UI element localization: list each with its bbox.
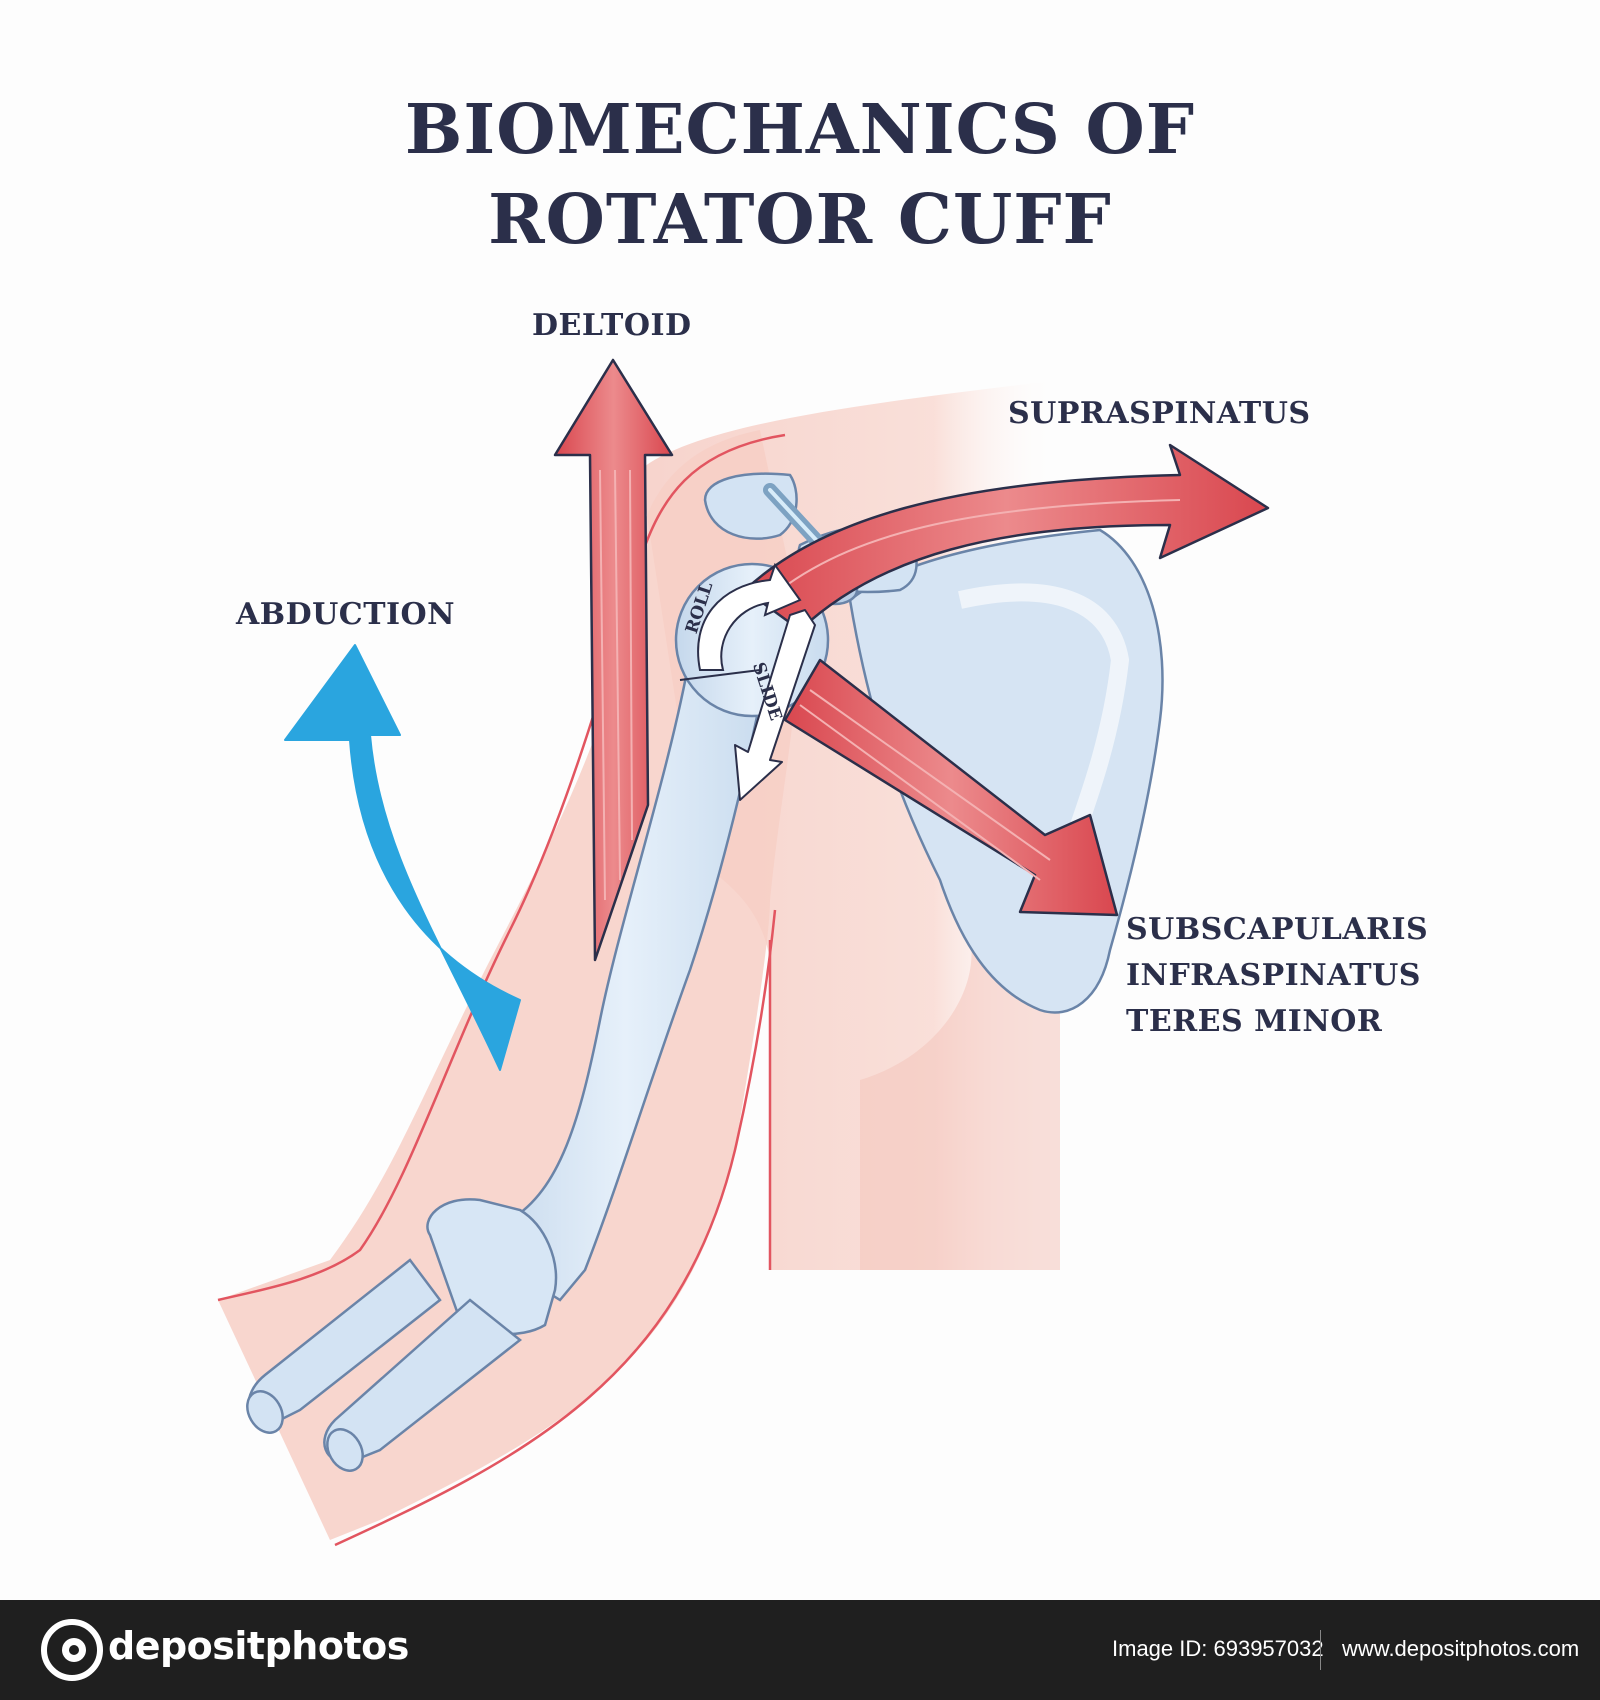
label-abduction: ABDUCTION <box>236 597 456 632</box>
roll-arrow <box>679 562 802 681</box>
footer-brand: depositphotos <box>108 1624 409 1668</box>
label-teres-minor: TERES MINOR <box>1126 1004 1383 1039</box>
arm-skin <box>218 430 800 1540</box>
supraspinatus-arrow <box>743 443 1270 632</box>
label-deltoid: DELTOID <box>532 308 692 343</box>
arm-outline <box>217 433 786 1547</box>
title-line-2: ROTATOR CUFF <box>488 180 1112 260</box>
rotator-group-arrow <box>783 658 1119 917</box>
title-line-1: BIOMECHANICS OF <box>404 90 1196 170</box>
slide-arrow <box>734 609 816 801</box>
abduction-arrow <box>284 644 521 1071</box>
footer-bar: depositphotos Image ID: 693957032 www.de… <box>0 1600 1600 1700</box>
forearm-bones <box>246 1258 523 1472</box>
footer-url[interactable]: www.depositphotos.com <box>1342 1636 1580 1661</box>
shoulder-illustration <box>217 358 1270 1547</box>
footer-image-id: Image ID: 693957032 <box>1112 1636 1324 1661</box>
depositphotos-logo-icon <box>41 1619 103 1681</box>
diagram-canvas: BIOMECHANICS OF ROTATOR CUFF DELTOID SUP… <box>217 90 1429 1547</box>
label-subscapularis: SUBSCAPULARIS <box>1126 912 1429 947</box>
deltoid-arrow <box>553 358 674 962</box>
label-infraspinatus: INFRASPINATUS <box>1126 958 1421 993</box>
footer-divider <box>1320 1630 1321 1670</box>
label-supraspinatus: SUPRASPINATUS <box>1008 396 1311 431</box>
